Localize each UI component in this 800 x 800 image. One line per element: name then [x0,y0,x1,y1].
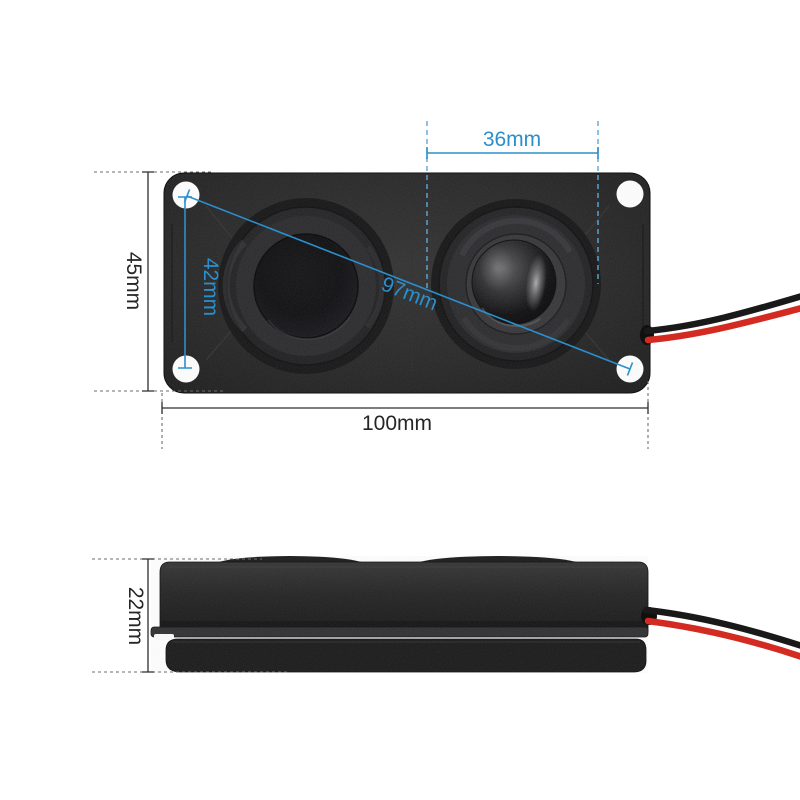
side-surface-texture [151,556,648,673]
dimension-label-100mm: 100mm [362,412,432,435]
dimension-22mm: 22mm [92,558,290,673]
dimension-ticks-22mm [142,558,154,673]
front-surface-texture [164,173,650,393]
dimension-label-36mm: 36mm [483,128,541,151]
dimension-ticks-45mm [142,171,154,392]
dimension-tick-97mm-start [183,189,191,203]
front-wire-black [643,293,800,335]
dimension-ticks-36mm [426,147,599,159]
dimension-45mm: 45mm [94,171,223,392]
side-lead-wires [641,606,800,660]
side-wire-black [642,606,800,649]
dimension-tick-97mm-end [626,362,634,376]
dimension-100mm: 100mm [161,381,649,449]
speaker-front-view [163,172,800,394]
speaker-side-view [150,556,800,673]
dimension-label-45mm: 45mm [122,252,145,310]
front-lead-wires [640,293,800,345]
dimension-36mm: 36mm [426,121,599,288]
dimension-label-42mm: 42mm [199,258,222,316]
side-wire-red [644,617,800,660]
dimension-label-22mm: 22mm [124,587,147,645]
dimension-line-97mm [186,195,631,370]
dimension-ticks-100mm [161,402,649,414]
front-wire-red [644,305,800,344]
